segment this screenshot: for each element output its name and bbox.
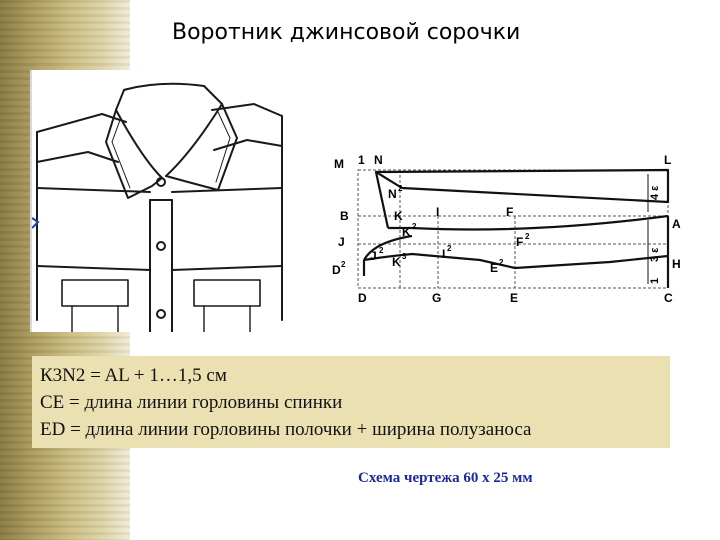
point-F: F bbox=[506, 205, 513, 219]
point-M: M bbox=[334, 157, 344, 171]
slide-title: Воротник джинсовой сорочки bbox=[172, 20, 521, 45]
dimension-corner: 1 bbox=[649, 278, 661, 284]
point-F2: F bbox=[516, 235, 523, 249]
shirt-drawing bbox=[32, 82, 283, 332]
point-1: 1 bbox=[358, 153, 365, 167]
point-F2-sup: 2 bbox=[525, 232, 530, 241]
pattern-drawing: M 1 N L N 2 B K I F A K 2 J J 2 K 3 I 2 … bbox=[332, 153, 681, 305]
point-E2: E bbox=[490, 261, 498, 275]
point-C: C bbox=[664, 291, 673, 305]
point-E: E bbox=[510, 291, 518, 305]
point-N2: N bbox=[388, 187, 397, 201]
shirt-illustration bbox=[30, 70, 290, 332]
point-I: I bbox=[436, 205, 439, 219]
point-L: L bbox=[664, 153, 671, 167]
point-G: G bbox=[432, 291, 441, 305]
point-N2-sup: 2 bbox=[398, 184, 403, 193]
collar-pattern-diagram: M 1 N L N 2 B K I F A K 2 J J 2 K 3 I 2 … bbox=[330, 148, 690, 308]
point-I2-sup: 2 bbox=[447, 244, 452, 253]
point-J2: J bbox=[370, 249, 377, 263]
point-B: B bbox=[340, 209, 349, 223]
point-J: J bbox=[338, 235, 345, 249]
point-D2: D bbox=[332, 263, 341, 277]
point-N: N bbox=[374, 153, 383, 167]
point-I2: I bbox=[442, 247, 445, 261]
dimension-bottom: 3 ε bbox=[649, 247, 661, 262]
point-E2-sup: 2 bbox=[499, 258, 504, 267]
point-K3: K bbox=[392, 255, 401, 269]
point-A: A bbox=[672, 217, 681, 231]
point-K3-sup: 3 bbox=[402, 252, 407, 261]
formula-line-3: ЕD = длина линии горловины полочки + шир… bbox=[40, 419, 532, 440]
formula-line-2: СЕ = длина линии горловины спинки bbox=[40, 392, 343, 413]
point-H: H bbox=[672, 257, 681, 271]
point-K2-sup: 2 bbox=[412, 222, 417, 231]
point-D: D bbox=[358, 291, 367, 305]
point-D2-sup: 2 bbox=[341, 260, 346, 269]
dimension-top: 4 ε bbox=[649, 185, 661, 200]
formula-line-1: К3N2 = AL + 1…1,5 см bbox=[40, 365, 227, 386]
diagram-caption: Схема чертежа 60 х 25 мм bbox=[358, 470, 533, 486]
point-K2: K bbox=[402, 225, 411, 239]
point-J2-sup: 2 bbox=[379, 246, 384, 255]
point-K: K bbox=[394, 209, 403, 223]
formula-box: К3N2 = AL + 1…1,5 см СЕ = длина линии го… bbox=[32, 356, 670, 448]
